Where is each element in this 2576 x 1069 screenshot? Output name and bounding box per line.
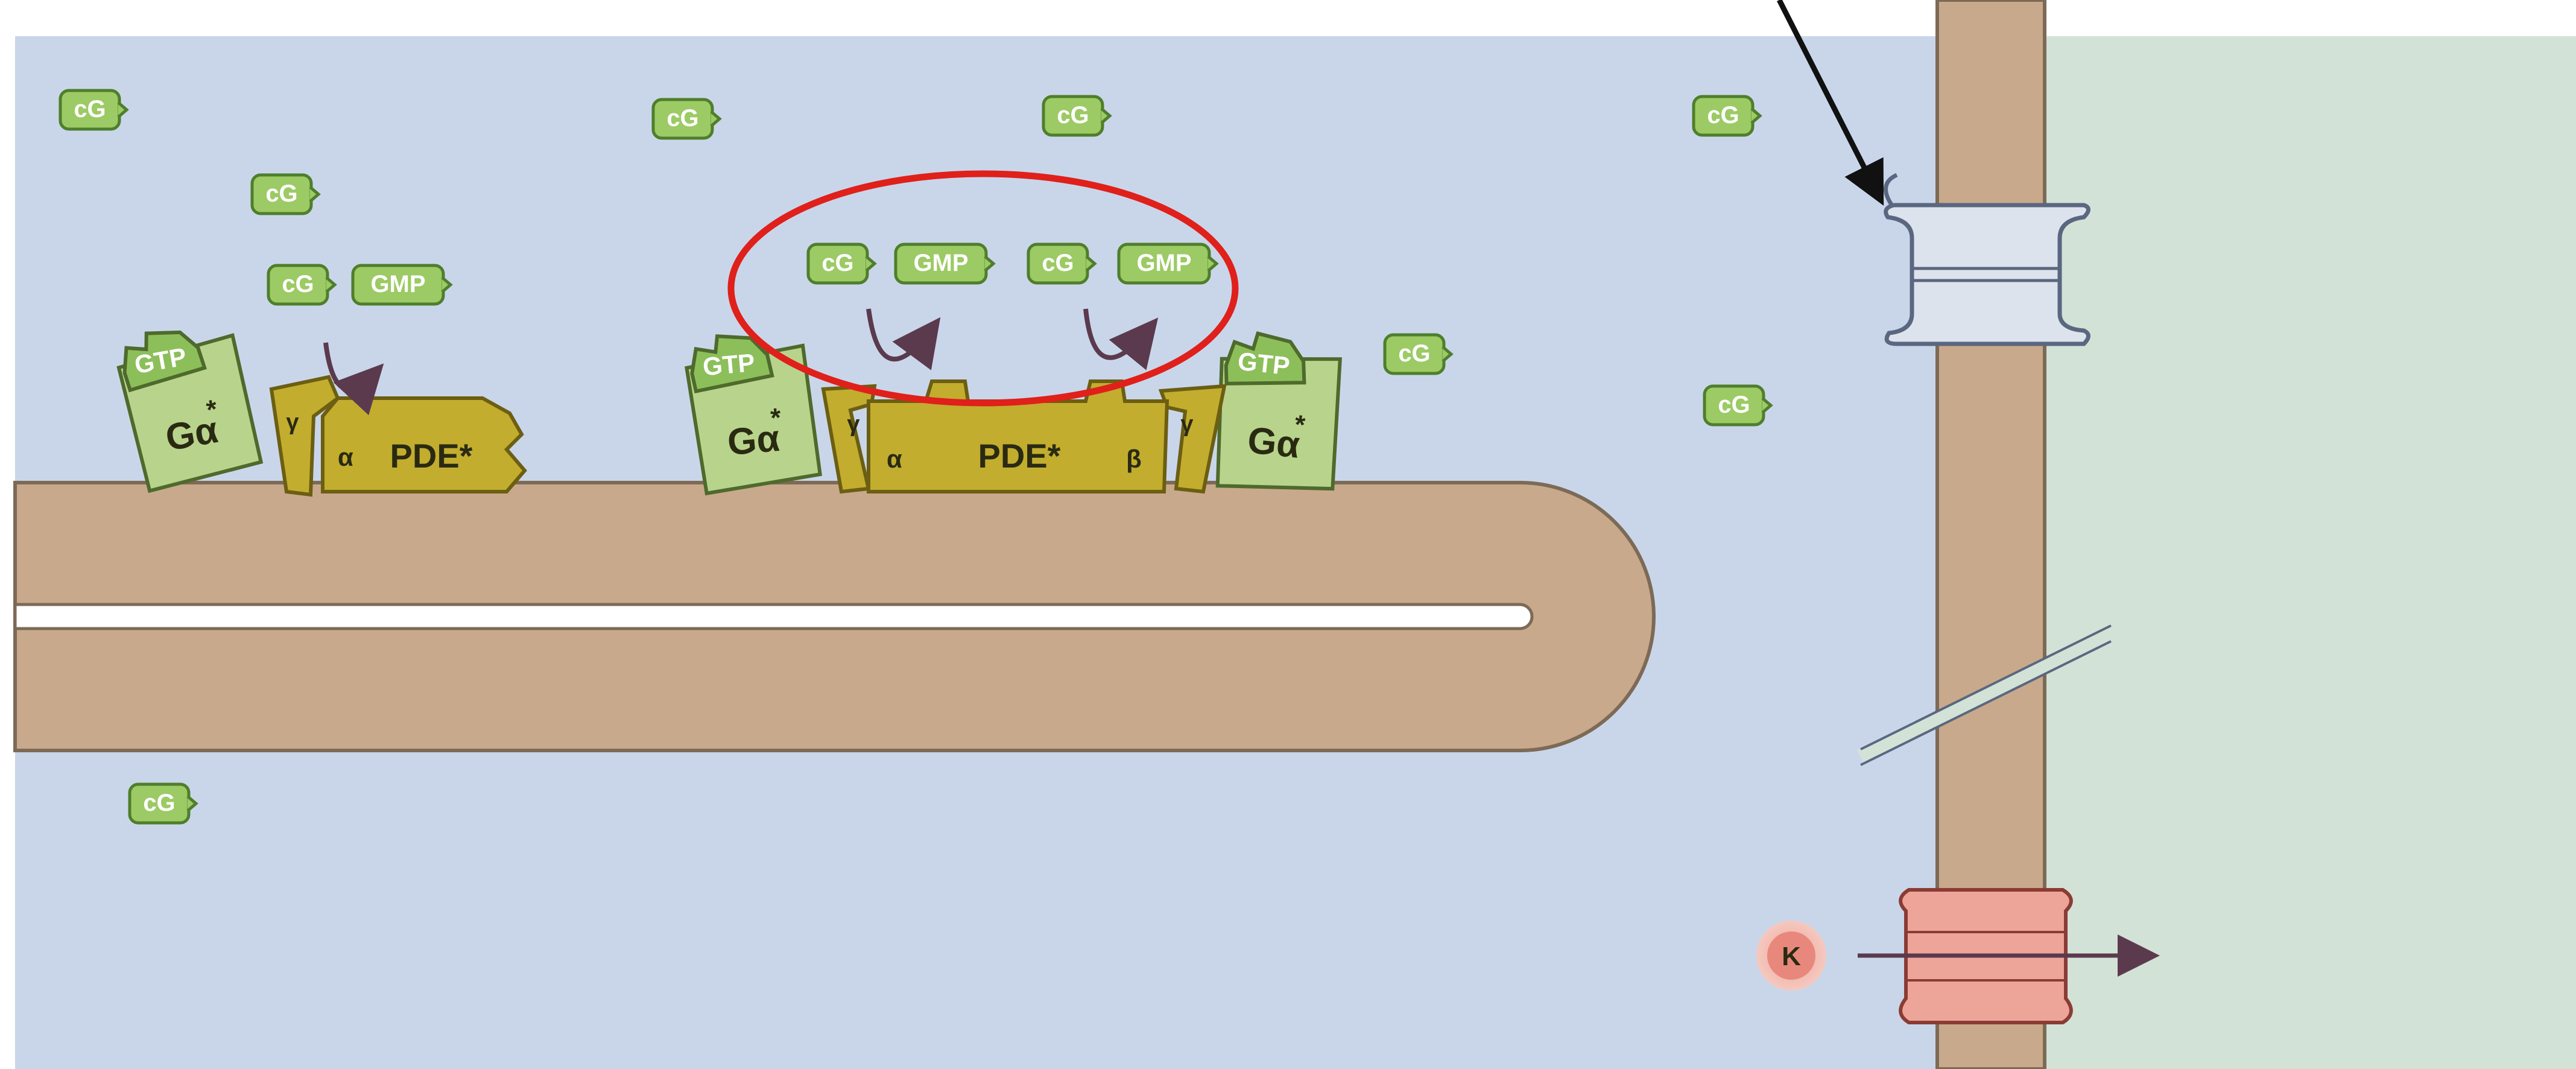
- cg-molecule-8: cG: [128, 782, 198, 825]
- reaction-arrow-1: [323, 342, 384, 416]
- disc-lumen: [13, 603, 1534, 630]
- membrane-break-mark: [1857, 624, 2115, 766]
- cg-substrate-1: cG: [267, 264, 337, 306]
- gamma-subunit-2-label: γ: [847, 411, 859, 437]
- cg-substrate-3: cG: [1027, 243, 1097, 285]
- cg-molecule-4-label: cG: [1057, 102, 1089, 128]
- gamma-subunit-1-label: γ: [286, 410, 299, 435]
- reaction-arrow-3: [1083, 308, 1159, 370]
- cg-molecule-7: cG: [1703, 384, 1773, 427]
- gamma-subunit-1: γ: [269, 375, 340, 497]
- gmp-product-3-label: GMP: [1136, 250, 1191, 276]
- pde-2-label: PDE*: [978, 437, 1061, 475]
- cg-molecule-6: cG: [1383, 333, 1454, 375]
- highlight-ellipse: [727, 170, 1239, 407]
- cg-molecule-7-label: cG: [1718, 392, 1750, 418]
- pde-1-label: PDE*: [390, 437, 473, 475]
- cg-molecule-4: cG: [1042, 95, 1112, 137]
- cg-molecule-3: cG: [651, 98, 722, 140]
- cg-molecule-1: cG: [59, 89, 129, 131]
- g-alpha-1-label: Gα: [162, 409, 221, 459]
- g-alpha-3-star: *: [1293, 410, 1307, 440]
- cg-molecule-3-label: cG: [666, 105, 698, 132]
- gmp-product-1-label: GMP: [370, 271, 425, 297]
- reaction-arrow-2: [866, 308, 941, 370]
- g-alpha-3-gtp-label: GTP: [1236, 347, 1291, 381]
- g-alpha-2-star: *: [770, 403, 783, 433]
- g-alpha-3-label: Gα: [1245, 419, 1302, 466]
- gamma-subunit-2: γ: [821, 384, 877, 494]
- cg-substrate-1-label: cG: [282, 271, 314, 297]
- pde-1-alpha-label: α: [338, 443, 353, 471]
- cgmp-gated-channel: [1884, 173, 2090, 346]
- cg-molecule-5: cG: [1692, 95, 1762, 137]
- cg-substrate-2-label: cG: [821, 250, 853, 276]
- cg-molecule-6-label: cG: [1398, 340, 1430, 367]
- cg-substrate-2: cG: [806, 243, 877, 285]
- g-alpha-2-gtp-label: GTP: [701, 348, 756, 381]
- gmp-product-2: GMP: [894, 243, 996, 285]
- annotation-arrow: [1776, 0, 1884, 206]
- g-alpha-2-label: Gα: [726, 417, 781, 463]
- cg-molecule-2-label: cG: [265, 180, 297, 207]
- cg-molecule-8-label: cG: [143, 790, 175, 816]
- gmp-product-1: GMP: [351, 264, 453, 306]
- extracellular-region: [2045, 36, 2576, 1069]
- cg-molecule-1-label: cG: [74, 96, 106, 122]
- cg-substrate-3-label: cG: [1042, 250, 1074, 276]
- pde-2-beta-label: β: [1126, 445, 1142, 473]
- pde-2: α PDE* β: [867, 379, 1169, 493]
- pde-2-alpha-label: α: [887, 445, 902, 473]
- k-ion-label: K: [1782, 942, 1801, 971]
- gamma-subunit-3: γ: [1158, 384, 1227, 494]
- gmp-product-3: GMP: [1117, 243, 1219, 285]
- g-alpha-2: GTP Gα*: [685, 334, 823, 496]
- g-alpha-3: GTP Gα*: [1215, 331, 1343, 491]
- pde-1: α PDE*: [321, 396, 527, 493]
- cg-molecule-5-label: cG: [1707, 102, 1739, 128]
- cg-molecule-2: cG: [250, 173, 321, 215]
- k-ion: K: [1756, 921, 1826, 991]
- gamma-subunit-3-label: γ: [1180, 411, 1193, 437]
- gmp-product-2-label: GMP: [913, 250, 968, 276]
